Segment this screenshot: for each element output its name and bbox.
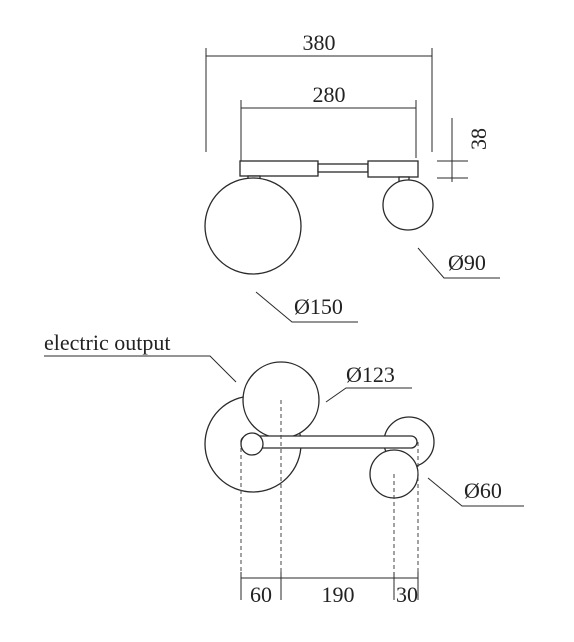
leader-dia-150 bbox=[255, 291, 358, 323]
dim-190-label: 190 bbox=[322, 582, 355, 607]
dim-30-label: 30 bbox=[396, 582, 418, 607]
leader-dia-123 bbox=[325, 387, 412, 403]
dim-60-label: 60 bbox=[250, 582, 272, 607]
output-ring bbox=[240, 432, 264, 456]
dia-150-label: Ø150 bbox=[294, 294, 343, 319]
bar-top bbox=[240, 435, 418, 449]
dim-280-label: 280 bbox=[313, 82, 346, 107]
side-view: 380 280 38 Ø90 Ø150 bbox=[204, 30, 500, 323]
globe-small bbox=[382, 179, 434, 231]
connecting-arm bbox=[317, 163, 369, 173]
electric-output-label: electric output bbox=[44, 330, 170, 355]
leader-dia-60 bbox=[427, 477, 524, 507]
top-view: electric output Ø123 Ø60 60 190 30 bbox=[44, 330, 524, 607]
dia-60-label: Ø60 bbox=[464, 478, 502, 503]
dim-38-label: 38 bbox=[466, 128, 491, 150]
dia-123-label: Ø123 bbox=[346, 362, 395, 387]
leader-electric-output bbox=[44, 355, 237, 383]
dim-380-label: 380 bbox=[303, 30, 336, 55]
canopy-large bbox=[239, 160, 319, 177]
canopy-small bbox=[367, 160, 419, 178]
leader-dia-90 bbox=[417, 247, 500, 279]
globe-large bbox=[204, 177, 302, 275]
dia-90-label: Ø90 bbox=[448, 250, 486, 275]
